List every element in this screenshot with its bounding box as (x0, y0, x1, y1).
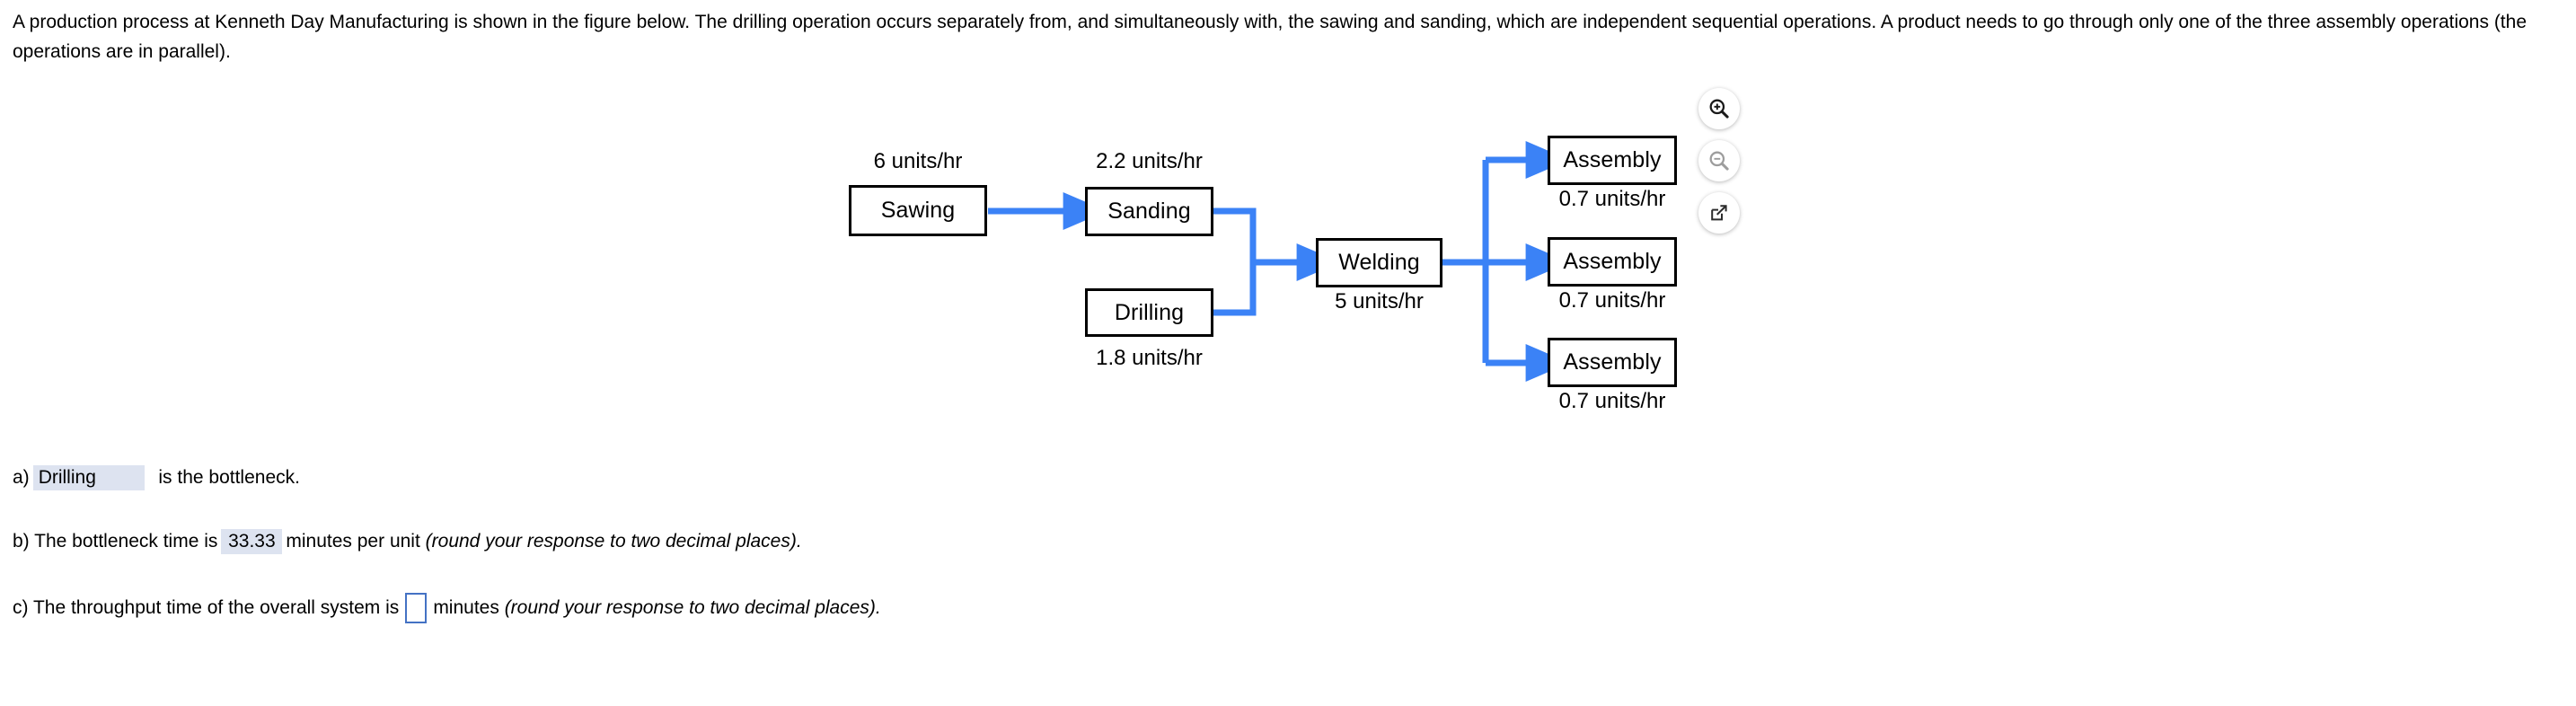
rate-label-sanding: 2.2 units/hr (1096, 149, 1203, 173)
process-box-assembly-2-label: Assembly (1563, 249, 1662, 274)
rate-label-sawing: 6 units/hr (873, 149, 963, 173)
answer-b-mid: minutes per unit (286, 531, 420, 552)
answer-b-input[interactable]: 33.33 (221, 529, 283, 554)
process-flow-diagram: Sawing 6 units/hr Sanding 2.2 units/hr D… (849, 136, 1677, 413)
zoom-in-button[interactable] (1698, 88, 1740, 129)
answer-b-hint: (round your response to two decimal plac… (425, 531, 802, 552)
zoom-in-icon (1709, 99, 1729, 119)
process-box-welding: Welding (1316, 238, 1442, 287)
flow-connectors (988, 141, 1570, 382)
answer-a-suffix: is the bottleneck. (158, 467, 300, 488)
process-box-drilling-label: Drilling (1114, 299, 1185, 325)
answer-c-prefix: c) The throughput time of the overall sy… (13, 597, 400, 618)
problem-statement: A production process at Kenneth Day Manu… (13, 12, 2527, 62)
process-box-assembly-3-label: Assembly (1563, 349, 1662, 375)
rate-label-drilling: 1.8 units/hr (1096, 346, 1203, 370)
process-box-assembly-3: Assembly (1548, 338, 1677, 387)
figure-toolbar (1698, 88, 1740, 244)
answer-line-c: c) The throughput time of the overall sy… (13, 593, 881, 623)
open-in-new-window-icon (1711, 205, 1727, 221)
answer-c-input[interactable] (405, 593, 428, 623)
connector-sanding-drilling-merge (1213, 207, 1257, 316)
process-box-sawing: Sawing (849, 185, 987, 236)
answer-c-mid: minutes (433, 597, 499, 618)
process-box-assembly-1-label: Assembly (1563, 147, 1662, 172)
answer-b-prefix: b) The bottleneck time is (13, 531, 218, 552)
zoom-out-button[interactable] (1698, 140, 1740, 181)
answer-a-spacer (148, 467, 159, 489)
answer-a-prefix: a) (13, 467, 30, 488)
process-box-sanding: Sanding (1085, 187, 1213, 236)
rate-label-welding: 5 units/hr (1335, 289, 1424, 313)
process-box-assembly-2: Assembly (1548, 237, 1677, 287)
process-box-sawing-label: Sawing (880, 198, 956, 223)
answer-line-a: a) Drilling is the bottleneck. (13, 465, 300, 490)
open-in-new-window-button[interactable] (1698, 192, 1740, 234)
process-box-sanding-label: Sanding (1107, 199, 1191, 224)
zoom-out-icon (1709, 151, 1729, 171)
process-box-assembly-1: Assembly (1548, 136, 1677, 185)
answer-a-dropdown[interactable]: Drilling (32, 465, 145, 490)
process-box-welding-label: Welding (1338, 250, 1420, 275)
rate-label-assembly-3: 0.7 units/hr (1558, 389, 1666, 413)
answer-c-hint: (round your response to two decimal plac… (504, 597, 881, 618)
answer-line-b: b) The bottleneck time is 33.33 minutes … (13, 529, 802, 554)
rate-label-assembly-2: 0.7 units/hr (1558, 288, 1666, 313)
process-box-drilling: Drilling (1085, 288, 1213, 337)
rate-label-assembly-1: 0.7 units/hr (1558, 187, 1666, 211)
